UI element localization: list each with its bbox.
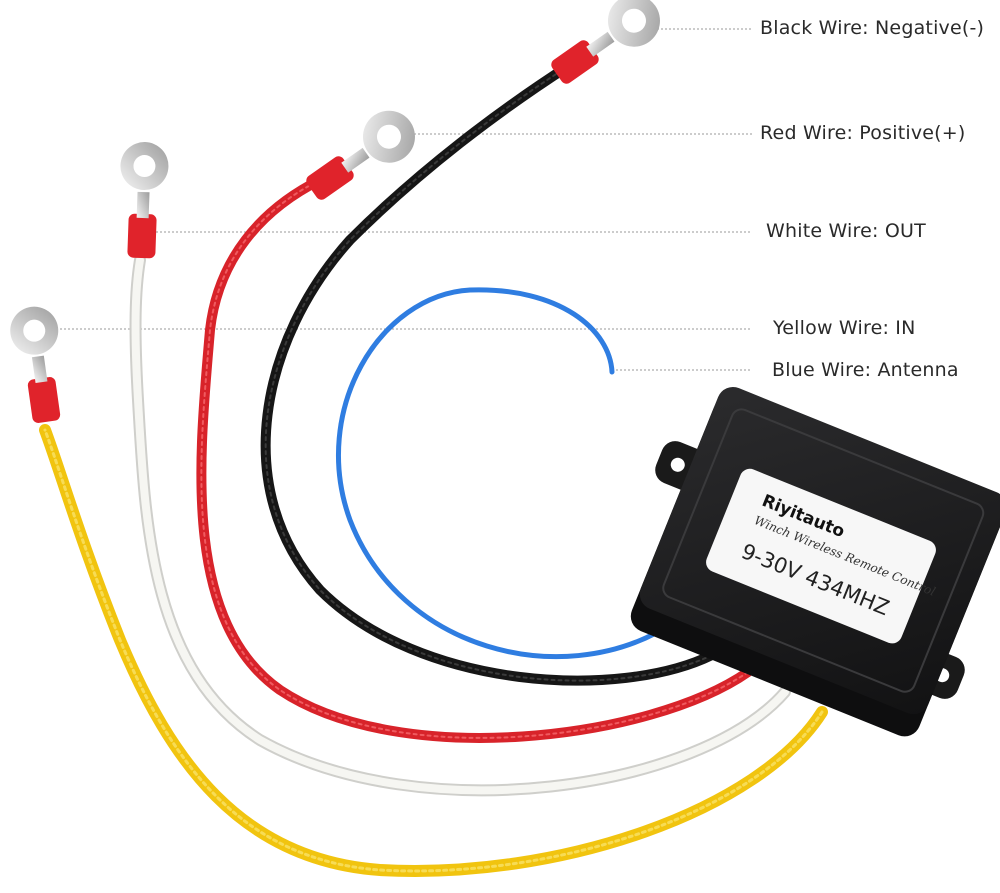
red-ring-terminal xyxy=(306,110,415,200)
callout-black: Black Wire: Negative(-) xyxy=(760,17,985,39)
ring-terminals xyxy=(10,0,660,423)
white-ring-terminal xyxy=(120,142,169,259)
device-sticker xyxy=(706,468,936,644)
black-ring-terminal xyxy=(551,0,660,84)
callout-blue: Blue Wire: Antenna xyxy=(772,359,959,381)
receiver-box: Riyitauto Winch Wireless Remote Control … xyxy=(630,386,1000,737)
callout-yellow: Yellow Wire: IN xyxy=(773,317,916,339)
wires xyxy=(39,60,828,877)
callout-white: White Wire: OUT xyxy=(766,220,926,242)
callout-red: Red Wire: Positive(+) xyxy=(760,122,966,144)
yellow-ring-terminal xyxy=(10,306,61,423)
blue-wire xyxy=(336,287,668,659)
